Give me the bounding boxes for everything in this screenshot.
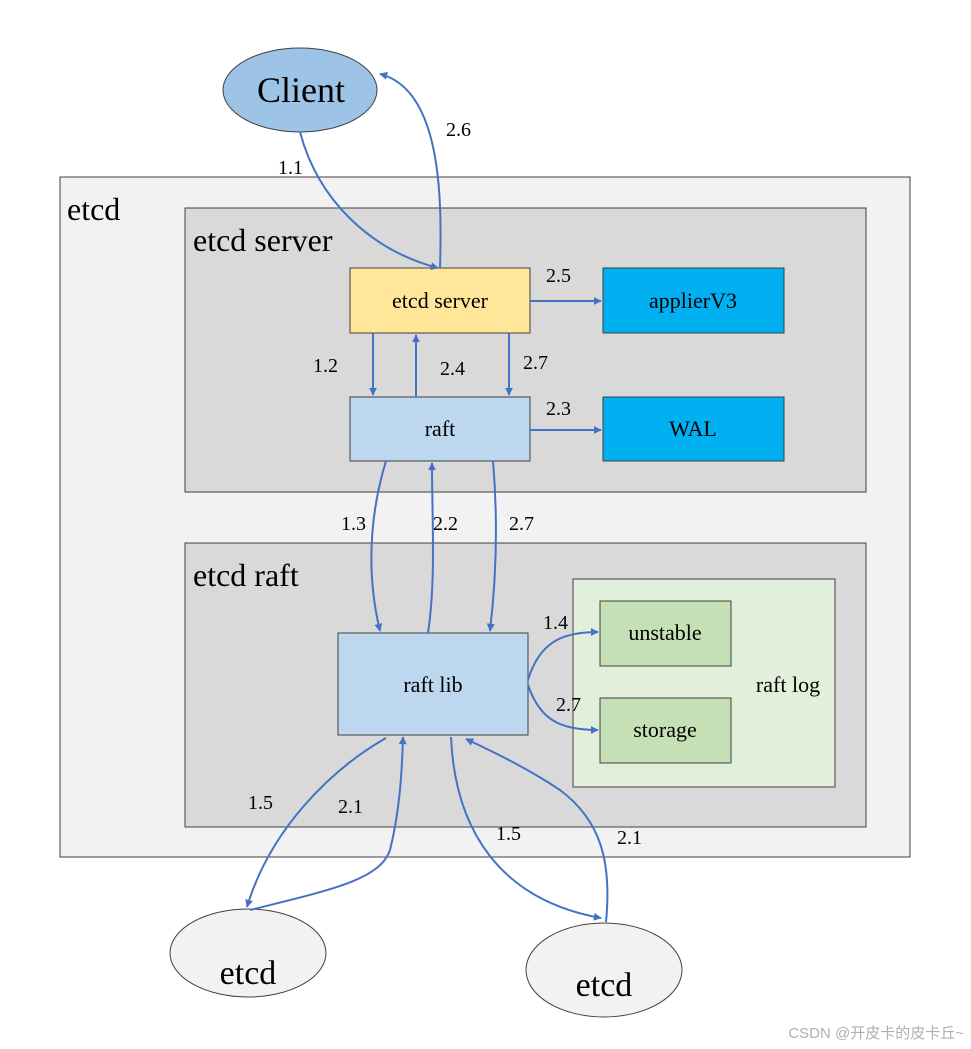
raft-lib-box xyxy=(337,632,529,736)
wal-box-label: WAL xyxy=(669,416,717,441)
arrow-1-5-left xyxy=(245,737,387,908)
arrow-2-7-mid xyxy=(486,460,497,632)
label-2-3: 2.3 xyxy=(546,398,571,420)
arrow-1-3 xyxy=(370,460,387,632)
wal-box xyxy=(602,396,785,462)
arrow-2-7-log xyxy=(527,684,599,734)
arrow-1-4 xyxy=(527,628,599,681)
peer-etcd-right xyxy=(525,922,683,1018)
label-2-5: 2.5 xyxy=(546,265,571,287)
applier-box-label: applierV3 xyxy=(649,288,737,313)
label-2-4: 2.4 xyxy=(440,358,465,380)
label-1-1: 1.1 xyxy=(278,157,303,179)
storage-box-label: storage xyxy=(633,717,697,742)
storage-box xyxy=(599,697,732,764)
label-2-7-top: 2.7 xyxy=(523,352,548,374)
raft-lib-box-label: raft lib xyxy=(403,672,462,697)
label-1-5-right: 1.5 xyxy=(496,823,521,845)
peer-etcd-right-label: etcd xyxy=(576,967,633,1004)
raft-group-label: etcd raft xyxy=(193,557,299,593)
server-group-label: etcd server xyxy=(193,222,333,258)
etcd-server-box-label: etcd server xyxy=(392,288,489,313)
label-1-5-left: 1.5 xyxy=(248,792,273,814)
peer-etcd-left xyxy=(169,908,327,998)
arrow-1-1 xyxy=(299,131,439,271)
applier-box xyxy=(602,267,785,334)
watermark: CSDN @开皮卡的皮卡丘~ xyxy=(788,1025,964,1042)
label-1-2: 1.2 xyxy=(313,355,338,377)
arrow-2-1-right xyxy=(465,738,609,923)
unstable-box-label: unstable xyxy=(628,620,701,645)
etcd-container-label: etcd xyxy=(67,191,120,227)
label-2-6: 2.6 xyxy=(446,119,471,141)
label-2-7-mid: 2.7 xyxy=(509,513,534,535)
raft-box xyxy=(349,396,531,462)
label-1-4: 1.4 xyxy=(543,612,568,634)
raft-log-label: raft log xyxy=(756,672,820,697)
arrow-2-2 xyxy=(427,462,437,634)
peer-etcd-left-label: etcd xyxy=(220,955,277,992)
label-2-1-right: 2.1 xyxy=(617,827,642,849)
label-2-1-left: 2.1 xyxy=(338,796,363,818)
unstable-box xyxy=(599,600,732,667)
arrow-2-1-left xyxy=(249,736,407,911)
label-2-7-log: 2.7 xyxy=(556,694,581,716)
arrow-2-6 xyxy=(379,71,442,269)
etcd-server-box xyxy=(349,267,531,334)
label-1-3: 1.3 xyxy=(341,513,366,535)
client-node-label: Client xyxy=(257,70,345,110)
label-2-2: 2.2 xyxy=(433,513,458,535)
arrow-1-5-right xyxy=(450,736,602,921)
raft-box-label: raft xyxy=(425,416,456,441)
